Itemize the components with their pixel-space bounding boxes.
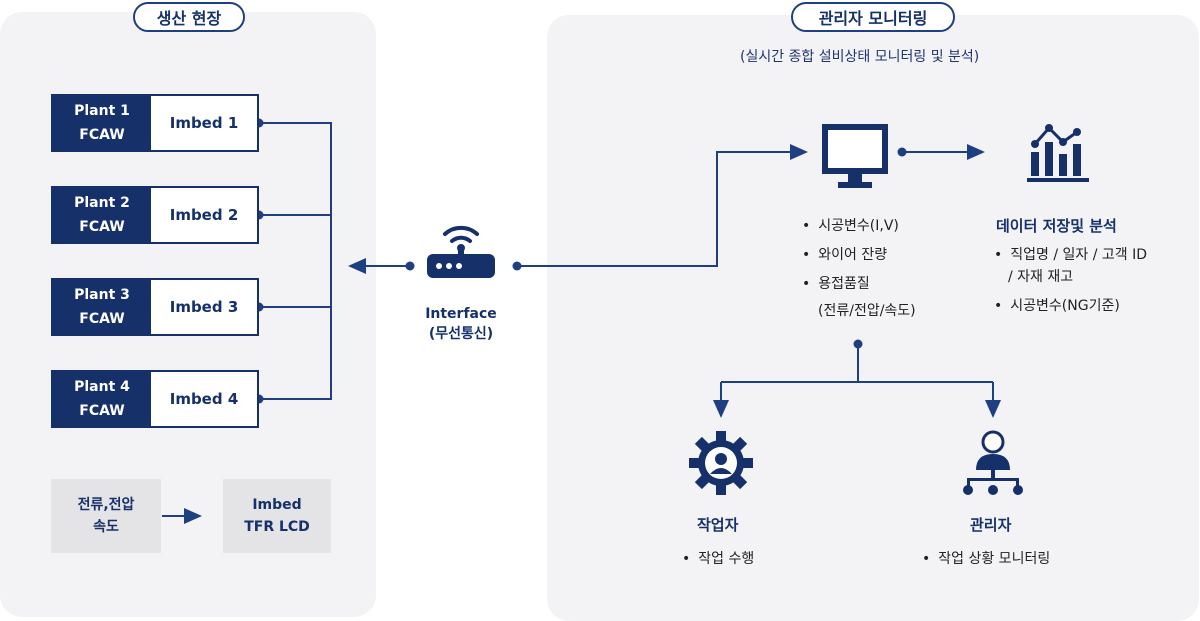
monitor-item-3-detail: (전류/전압/속도) [818,303,916,319]
monitor-item-1: 시공변수(I,V) [802,215,899,235]
sensor-box: 전류,전압 속도 [51,479,161,553]
plant-2-label: Plant 2 FCAW [53,188,151,242]
sensor-line-1: 전류,전압 [77,497,135,513]
plant-3-name: Plant 3 [74,287,130,303]
lcd-line-2: TFR LCD [244,519,310,535]
plant-2-box: Plant 2 FCAW Imbed 2 [51,186,259,244]
sensor-line-2: 속도 [93,519,119,535]
admin-monitoring-panel [547,15,1199,621]
data-item-1: 직업명 / 일자 / 고객 ID [994,244,1147,264]
admin-monitoring-subtitle: (실시간 종합 설비상태 모니터링 및 분석) [740,49,980,65]
plant-4-type: FCAW [79,403,125,419]
plant-3-box: Plant 3 FCAW Imbed 3 [51,278,259,336]
worker-title: 작업자 [697,516,739,534]
data-analysis-title: 데이터 저장및 분석 [996,217,1117,235]
interface-title: Interface [425,306,497,322]
plant-4-box: Plant 4 FCAW Imbed 4 [51,370,259,428]
lcd-box: Imbed TFR LCD [223,479,331,553]
manager-title: 관리자 [970,516,1012,534]
router-icon [427,225,495,278]
plant-3-label: Plant 3 FCAW [53,280,151,334]
plant-1-embed: Imbed 1 [151,96,257,150]
manager-item: 작업 상황 모니터링 [922,548,1050,568]
data-item-2: 시공변수(NG기준) [994,295,1120,315]
plant-2-embed: Imbed 2 [151,188,257,242]
data-item-1-cont: / 자재 재고 [1008,269,1074,285]
monitor-icon [822,124,888,188]
analytics-chart-icon [1027,124,1089,182]
worker-gear-icon [689,431,753,495]
plant-1-name: Plant 1 [74,103,130,119]
plant-2-name: Plant 2 [74,195,130,211]
plant-1-label: Plant 1 FCAW [53,96,151,150]
interface-subtitle: (무선통신) [428,326,494,342]
plant-3-embed: Imbed 3 [151,280,257,334]
interface-label: Interface (무선통신) [422,304,500,344]
production-site-title: 생산 현장 [133,2,245,32]
admin-monitoring-title: 관리자 모니터링 [791,2,955,32]
plant-1-type: FCAW [79,127,125,143]
plant-4-label: Plant 4 FCAW [53,372,151,426]
lcd-line-1: Imbed [252,497,302,513]
plant-4-embed: Imbed 4 [151,372,257,426]
plant-3-type: FCAW [79,311,125,327]
monitor-item-2: 와이어 잔량 [802,244,887,264]
manager-org-icon [963,430,1023,495]
worker-item: 작업 수행 [682,548,754,568]
plant-4-name: Plant 4 [74,379,130,395]
plant-1-box: Plant 1 FCAW Imbed 1 [51,94,259,152]
monitor-item-3: 용접품질 [802,273,870,293]
plant-2-type: FCAW [79,219,125,235]
